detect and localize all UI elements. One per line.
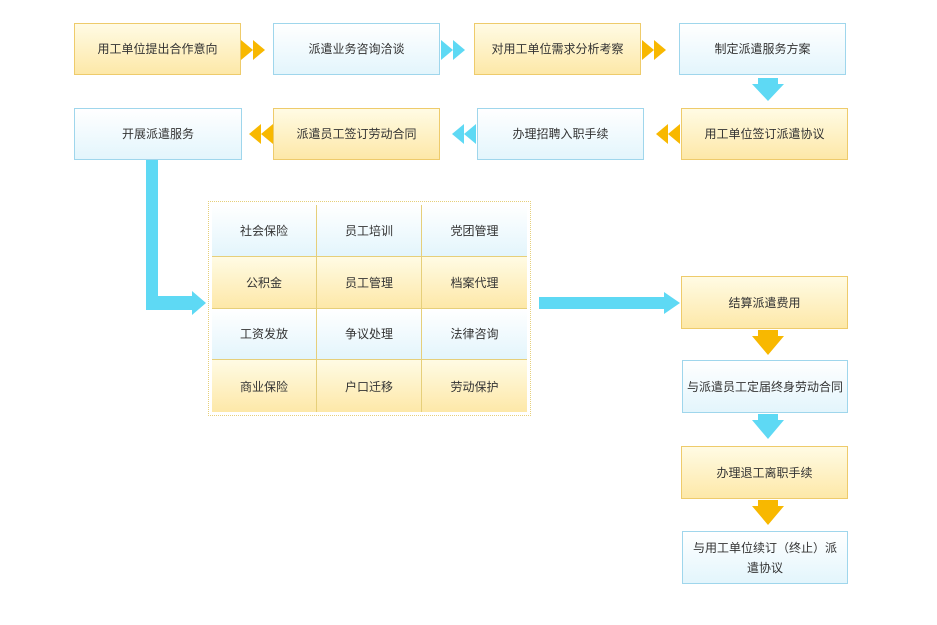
service-cell: 档案代理 bbox=[422, 256, 527, 309]
arrow-down-2 bbox=[752, 330, 784, 355]
step-sign-dispatch-agreement: 用工单位签订派遣协议 bbox=[681, 108, 848, 160]
step-label: 与派遣员工定届终身劳动合同 bbox=[686, 379, 843, 394]
step-cooperation-intent: 用工单位提出合作意向 bbox=[74, 23, 241, 75]
step-label: 制定派遣服务方案 bbox=[714, 42, 811, 56]
service-cell: 党团管理 bbox=[422, 205, 527, 257]
arrow-down-3 bbox=[752, 414, 784, 439]
arrow-down-4 bbox=[752, 500, 784, 525]
arrow-left-3 bbox=[249, 124, 273, 144]
arrow-right-3 bbox=[642, 40, 666, 60]
step-label: 办理招聘入职手续 bbox=[512, 127, 609, 141]
arrow-left-2 bbox=[452, 124, 476, 144]
arrow-to-settlement bbox=[539, 292, 680, 314]
services-grid: 社会保险 员工培训 党团管理 公积金 员工管理 档案代理 工资发放 争议处理 法… bbox=[208, 201, 531, 416]
service-cell: 社会保险 bbox=[212, 205, 317, 257]
step-label: 派遣员工签订劳动合同 bbox=[296, 127, 417, 141]
step-recruitment: 办理招聘入职手续 bbox=[477, 108, 644, 160]
step-lifetime-contract: 与派遣员工定届终身劳动合同 bbox=[682, 360, 848, 413]
step-label: 派遣业务咨询洽谈 bbox=[308, 42, 405, 56]
arrow-left-1 bbox=[656, 124, 680, 144]
step-consultation: 派遣业务咨询洽谈 bbox=[273, 23, 440, 75]
step-start-service: 开展派遣服务 bbox=[74, 108, 242, 160]
step-label: 办理退工离职手续 bbox=[716, 465, 813, 480]
service-cell: 公积金 bbox=[212, 256, 317, 309]
step-label: 与用工单位续订（终止）派遣协议 bbox=[693, 540, 838, 575]
step-label: 对用工单位需求分析考察 bbox=[491, 42, 624, 56]
service-cell: 劳动保护 bbox=[422, 360, 527, 412]
service-cell: 法律咨询 bbox=[422, 308, 527, 361]
service-cell: 商业保险 bbox=[212, 360, 317, 412]
step-labor-contract: 派遣员工签订劳动合同 bbox=[273, 108, 440, 160]
step-label: 结算派遣费用 bbox=[728, 295, 801, 310]
service-cell: 争议处理 bbox=[317, 308, 422, 361]
step-label: 开展派遣服务 bbox=[121, 127, 194, 141]
step-resignation: 办理退工离职手续 bbox=[681, 446, 848, 499]
arrow-down-1 bbox=[752, 78, 784, 101]
arrow-right-2 bbox=[441, 40, 465, 60]
step-label: 用工单位签订派遣协议 bbox=[704, 127, 825, 141]
step-settle-fees: 结算派遣费用 bbox=[681, 276, 848, 329]
step-service-plan: 制定派遣服务方案 bbox=[679, 23, 846, 75]
service-cell: 员工管理 bbox=[317, 256, 422, 309]
step-label: 用工单位提出合作意向 bbox=[97, 42, 218, 56]
step-needs-analysis: 对用工单位需求分析考察 bbox=[474, 23, 641, 75]
arrow-right-1 bbox=[241, 40, 265, 60]
step-renew-agreement: 与用工单位续订（终止）派遣协议 bbox=[682, 531, 848, 584]
service-cell: 户口迁移 bbox=[317, 360, 422, 412]
service-cell: 员工培训 bbox=[317, 205, 422, 257]
service-cell: 工资发放 bbox=[212, 308, 317, 361]
arrow-elbow bbox=[146, 160, 206, 315]
